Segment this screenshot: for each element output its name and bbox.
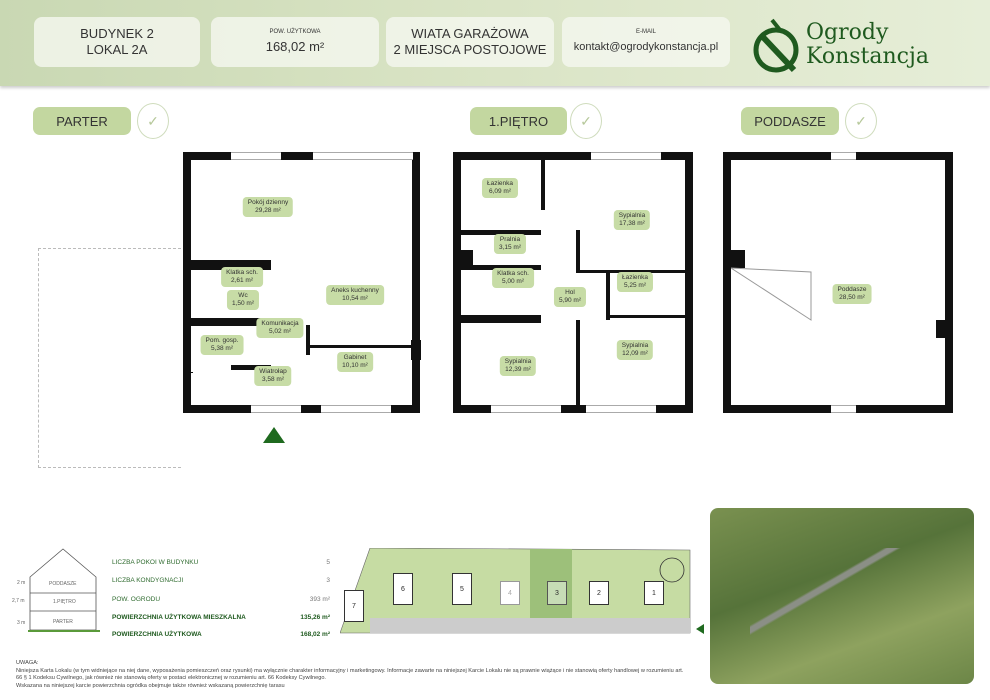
logo-line1: Ogrody [806, 20, 889, 45]
floor-plan-parter [183, 152, 421, 413]
room-label: Klatka sch.2,61 m² [221, 267, 263, 287]
site-unit: 7 [344, 590, 364, 622]
site-unit: 5 [452, 573, 472, 605]
garage-line1: WIATA GARAŻOWA [411, 26, 529, 41]
unit: LOKAL 2A [86, 42, 148, 57]
disclaimer: UWAGA: Niniejsza Karta Lokalu (w tym wid… [16, 660, 684, 689]
email-link[interactable]: kontakt@ogrodykonstancja.pl [573, 41, 719, 53]
section-height: 2,7 m [12, 598, 25, 604]
site-unit-highlighted: 3 [547, 581, 567, 605]
compass-icon: ✓ [570, 103, 602, 139]
email-card: E-MAIL kontakt@ogrodykonstancja.pl [562, 17, 730, 67]
area-value: 168,02 m² [265, 39, 325, 54]
aerial-photo [710, 508, 974, 684]
section-height: 2 m [17, 580, 26, 586]
logo-icon [753, 18, 799, 73]
room-label: Klatka sch.5,00 m² [492, 268, 534, 288]
section-height: 3 m [17, 620, 26, 626]
site-plan: 7 6 5 4 3 2 1 [340, 548, 691, 634]
area-card: POW. UŻYTKOWA 168,02 m² [211, 17, 379, 67]
header-banner: BUDYNEK 2 LOKAL 2A POW. UŻYTKOWA 168,02 … [0, 0, 990, 86]
compass-icon: ✓ [845, 103, 877, 139]
floor-plan-pietro [453, 152, 693, 413]
compass-icon: ✓ [137, 103, 169, 139]
room-label: Pom. gosp.5,38 m² [200, 335, 244, 355]
garage-card: WIATA GARAŻOWA 2 MIEJSCA POSTOJOWE [386, 17, 554, 67]
section-level: 1.PIĘTRO [53, 599, 76, 605]
entrance-arrow-icon [263, 427, 285, 443]
section-level: PARTER [53, 619, 73, 625]
entrance-arrow-icon [696, 624, 704, 634]
building-card: BUDYNEK 2 LOKAL 2A [34, 17, 200, 67]
logo-line2: Konstancja [806, 44, 929, 69]
site-unit: 4 [500, 581, 520, 605]
logo: Ogrody Konstancja [750, 16, 950, 76]
section-level: PODDASZE [49, 581, 77, 587]
floor-title-pietro: 1.PIĘTRO [470, 107, 567, 135]
email-label: E-MAIL [635, 29, 656, 35]
site-unit: 1 [644, 581, 664, 605]
floor-title-parter: PARTER [33, 107, 131, 135]
site-unit: 6 [393, 573, 413, 605]
area-label: POW. UŻYTKOWA [269, 29, 321, 35]
site-unit: 2 [589, 581, 609, 605]
garden-outline [38, 248, 181, 468]
floor-plan-poddasze [723, 152, 953, 413]
garage-line2: 2 MIEJSCA POSTOJOWE [393, 42, 547, 57]
building-section-diagram [28, 548, 100, 632]
building: BUDYNEK 2 [80, 26, 154, 41]
floor-title-poddasze: PODDASZE [741, 107, 839, 135]
